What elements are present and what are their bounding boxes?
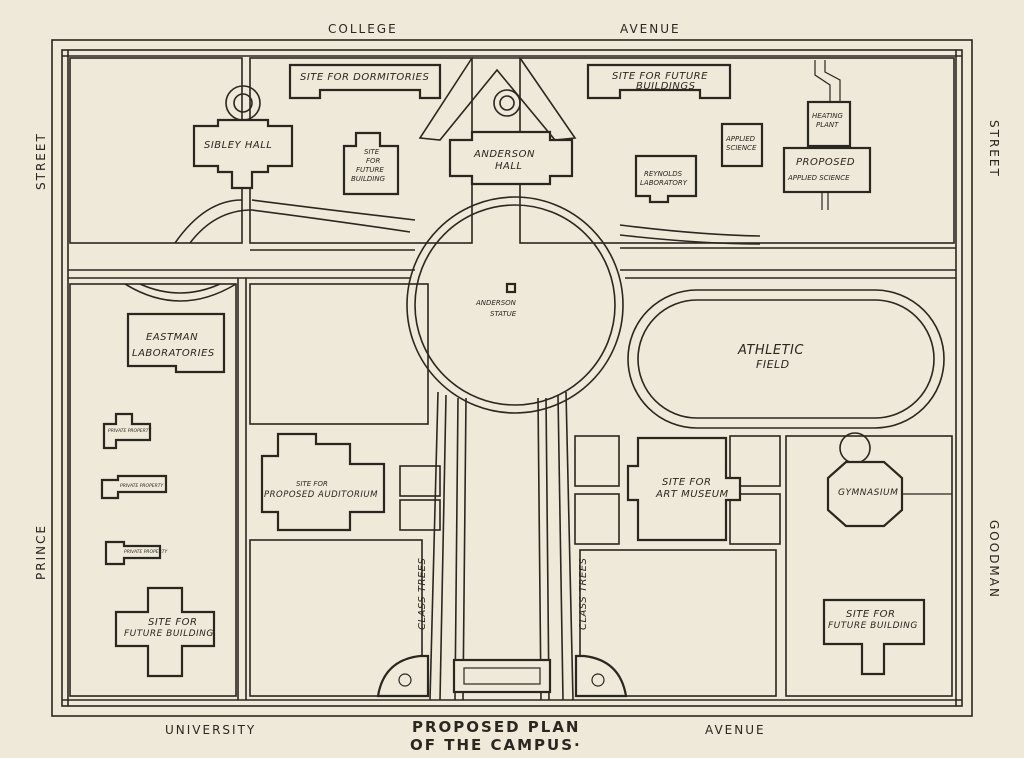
future-buildings-site	[586, 63, 732, 100]
street-avenue-top: AVENUE	[620, 22, 681, 36]
label-art-museum-2: ART MUSEUM	[655, 489, 729, 500]
sibley-hall	[192, 118, 294, 190]
proposed-applied-science	[782, 146, 872, 194]
map-title-line1: PROPOSED PLAN	[412, 718, 580, 736]
street-right-upper: STREET	[987, 120, 1001, 178]
street-avenue-bottom: AVENUE	[705, 723, 766, 737]
label-heating-1: HEATING	[812, 112, 844, 120]
label-proposed-applied-2: APPLIED SCIENCE	[787, 174, 850, 182]
label-dormitories: SITE FOR DORMITORIES	[300, 72, 429, 83]
future-building-site-br	[822, 598, 926, 676]
label-gymnasium: GYMNASIUM	[838, 488, 898, 498]
street-left-upper: STREET	[34, 132, 48, 190]
street-goodman: GOODMAN	[987, 520, 1001, 599]
applied-science	[720, 122, 764, 168]
entrance-plaza	[452, 658, 552, 694]
label-class-trees-right: CLASS TREES	[578, 557, 589, 630]
private-property-2	[100, 474, 168, 500]
gateway-right	[574, 654, 628, 698]
anderson-hall	[448, 130, 574, 186]
reynolds-laboratory	[634, 154, 698, 204]
label-eastman-1: EASTMAN	[146, 332, 198, 343]
future-building-site-a	[342, 131, 400, 196]
label-anderson-hall-2: HALL	[495, 161, 523, 172]
label-class-trees-left: CLASS TREES	[417, 557, 428, 630]
label-private-1: PRIVATE PROPERTY	[108, 428, 153, 434]
street-university: UNIVERSITY	[165, 723, 256, 737]
future-building-site-bl	[114, 586, 216, 678]
label-future-br-1: SITE FOR	[846, 609, 895, 620]
label-proposed-applied-1: PROPOSED	[796, 157, 855, 168]
label-statue-1: ANDERSON	[475, 299, 517, 307]
label-reynolds-1: REYNOLDS	[644, 170, 683, 178]
label-art-museum-1: SITE FOR	[662, 477, 711, 488]
auditorium-site	[260, 432, 386, 532]
buildings	[100, 60, 952, 698]
dormitories-site	[288, 63, 442, 100]
label-heating-2: PLANT	[816, 121, 839, 129]
label-future-buildings-1: SITE FOR FUTURE	[612, 71, 708, 82]
label-athletic-2: FIELD	[756, 358, 790, 371]
label-private-2: PRIVATE PROPERTY	[120, 483, 165, 489]
street-college: COLLEGE	[328, 22, 398, 36]
label-applied-1: APPLIED	[725, 135, 756, 143]
anderson-statue	[505, 282, 517, 294]
street-prince: PRINCE	[34, 524, 48, 580]
label-statue-2: STATUE	[490, 310, 517, 318]
label-future-bl-2: FUTURE BUILDING	[124, 629, 214, 639]
gateway-left	[376, 654, 430, 698]
label-eastman-2: LABORATORIES	[132, 348, 215, 359]
label-sibley-hall: SIBLEY HALL	[204, 140, 272, 151]
label-future-a-3: FUTURE	[356, 166, 384, 174]
label-future-buildings-2: BUILDINGS	[636, 81, 696, 92]
heating-plant	[806, 100, 852, 148]
label-private-3: PRIVATE PROPERTY	[124, 549, 169, 555]
label-future-a-2: FOR	[366, 157, 381, 165]
label-future-a-1: SITE	[364, 148, 380, 156]
label-future-br-2: FUTURE BUILDING	[828, 621, 918, 631]
label-applied-2: SCIENCE	[726, 144, 757, 152]
eastman-laboratories	[126, 312, 226, 374]
label-auditorium-1: SITE FOR	[296, 480, 328, 488]
private-property-1	[102, 412, 152, 450]
label-future-a-4: BUILDING	[351, 175, 386, 183]
private-property-3	[104, 540, 162, 566]
label-anderson-hall-1: ANDERSON	[473, 149, 535, 160]
art-museum-site	[626, 436, 742, 542]
label-auditorium-2: PROPOSED AUDITORIUM	[264, 490, 378, 500]
label-reynolds-2: LABORATORY	[640, 179, 688, 187]
label-athletic-1: ATHLETIC	[737, 343, 804, 358]
gymnasium	[826, 460, 904, 528]
map-title-line2: OF THE CAMPUS·	[410, 736, 582, 754]
label-future-bl-1: SITE FOR	[148, 617, 197, 628]
street-grid	[51, 39, 973, 717]
